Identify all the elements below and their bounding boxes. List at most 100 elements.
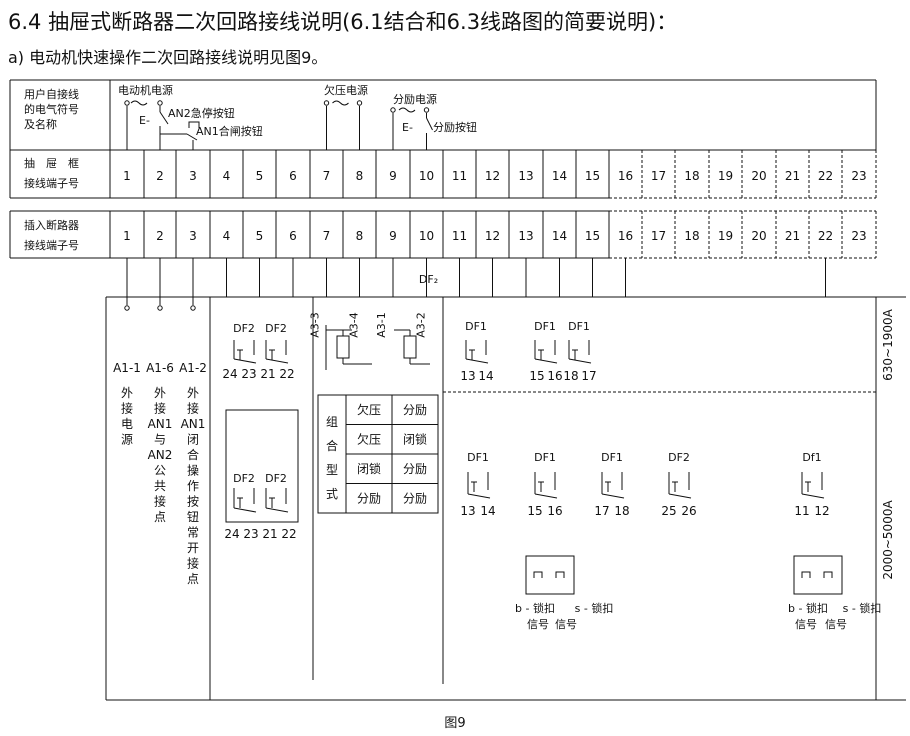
df1-contact [568, 340, 592, 364]
df2-contact [233, 340, 257, 364]
contact-pin: 18 [614, 504, 629, 518]
breaker-terminal-number: 17 [651, 229, 666, 243]
actuator-mark [533, 571, 543, 578]
left-desc-text: 接 [121, 401, 133, 416]
contact-blade [801, 493, 825, 499]
breaker-terminal-number: 14 [552, 229, 567, 243]
drawer-terminal-number: 4 [223, 169, 231, 183]
ac-source-symbol [398, 107, 416, 113]
combo-cell: 分励 [403, 492, 427, 506]
df2-label: DF2 [233, 472, 255, 485]
button-actuator: E- [139, 114, 150, 127]
actuator-mark [269, 349, 275, 360]
undervoltage-coil [336, 335, 350, 359]
left-desc-text: 公 [154, 464, 166, 478]
left-desc-text: 共 [154, 479, 166, 493]
drawer-terminal-number: 21 [785, 169, 800, 183]
left-desc-text: 闭 [187, 433, 199, 447]
breaker-terminal-number: 21 [785, 229, 800, 243]
terminal-dot [124, 100, 130, 106]
drawer-terminal-number: 12 [485, 169, 500, 183]
left-desc-text: 开 [187, 541, 199, 555]
contact-pin: 14 [480, 504, 495, 518]
breaker-terminal-number: 9 [389, 229, 397, 243]
left-code-label: A1-1 [113, 361, 141, 375]
a3-label: A3-4 [348, 312, 361, 338]
breaker-terminal-number: 16 [618, 229, 633, 243]
df2-pin: 22 [281, 527, 296, 541]
shunt-button-label: 分励按钮 [433, 120, 477, 134]
contact-blade [534, 358, 558, 364]
button-actuator [188, 121, 200, 128]
terminal-dot [356, 100, 363, 106]
contact-pin: 17 [594, 504, 609, 518]
actuator-mark [801, 571, 811, 578]
terminal-dot [323, 100, 330, 106]
left-desc-text: 与 [154, 433, 166, 447]
drawer-terminal-number: 23 [851, 169, 866, 183]
drawer-terminal-number: 16 [618, 169, 633, 183]
ac-source-symbol [332, 100, 349, 106]
contact-label: DF1 [534, 451, 556, 464]
left-desc-text: AN1 [181, 417, 206, 431]
row-label-user: 及名称 [24, 117, 57, 131]
left-desc-text: 外 [121, 386, 133, 400]
contact-blade [265, 507, 289, 513]
contact-label: DF2 [668, 451, 690, 464]
contact-pin: 13 [460, 504, 475, 518]
actuator-mark [471, 481, 477, 492]
button-actuator: E- [402, 121, 413, 134]
contact-blade [265, 358, 289, 364]
drawer-terminal-number: 7 [323, 169, 331, 183]
lock-signal-text: s - 锁扣 [843, 601, 882, 615]
terminal-dot [157, 100, 163, 106]
left-desc-text: 点 [187, 572, 199, 586]
breaker-terminal-number: 12 [485, 229, 500, 243]
row-label-drawer: 抽 屉 框 [24, 156, 79, 170]
contact-label: DF1 [467, 451, 489, 464]
df2-label: DF2 [233, 322, 255, 335]
df1-label: DF1 [534, 320, 556, 333]
left-desc-text: 作 [187, 479, 199, 493]
df1-pin: 15 [529, 369, 544, 383]
terminal-dot [423, 107, 430, 113]
drawer-terminal-number: 13 [518, 169, 533, 183]
breaker-terminal-number: 6 [289, 229, 297, 243]
contact-blade [668, 493, 692, 499]
left-code-label: A1-6 [146, 361, 174, 375]
df2-pin: 24 [222, 367, 237, 381]
contact-pin: 26 [681, 504, 696, 518]
combo-cell: 闭锁 [357, 461, 381, 476]
df2-pin: 22 [279, 367, 294, 381]
actuator-mark [572, 349, 578, 360]
breaker-terminal-number: 11 [452, 229, 467, 243]
combo-cell: 分励 [403, 462, 427, 476]
combo-title-char: 式 [326, 487, 338, 501]
motor-power-label: 电动机电源 [118, 83, 173, 97]
left-desc-text: 外 [154, 386, 166, 400]
contact-pin: 16 [547, 504, 562, 518]
drawer-terminal-number: 17 [651, 169, 666, 183]
lock-signal-text: 信号 [825, 618, 847, 631]
actuator-mark [805, 481, 811, 492]
breaker-terminal-number: 15 [585, 229, 600, 243]
lock-signal-text: 信号 [555, 618, 577, 631]
breaker-terminal-number: 19 [718, 229, 733, 243]
terminal-dot [157, 305, 163, 311]
combo-title-char: 组 [326, 415, 338, 429]
df2-contact [265, 340, 289, 364]
an2-label: AN2急停按钮 [168, 106, 235, 120]
row-label-breaker: 接线端子号 [24, 238, 79, 252]
breaker-panel: 630~1900A2000~5000AA1-1外接电源A1-6外接AN1与AN2… [105, 296, 906, 701]
lock-signal-text: b - 锁扣 [515, 601, 555, 615]
df1-contact [534, 340, 558, 364]
df2-label: DF2 [265, 472, 287, 485]
lock-signal-text: s - 锁扣 [575, 601, 614, 615]
drawer-terminal-number: 10 [419, 169, 434, 183]
contact-blade [426, 117, 433, 131]
breaker-terminal-number: 7 [323, 229, 331, 243]
a3-label: A3-1 [375, 312, 388, 338]
left-desc-text: 接 [154, 401, 166, 416]
contact-pin: 12 [814, 504, 829, 518]
